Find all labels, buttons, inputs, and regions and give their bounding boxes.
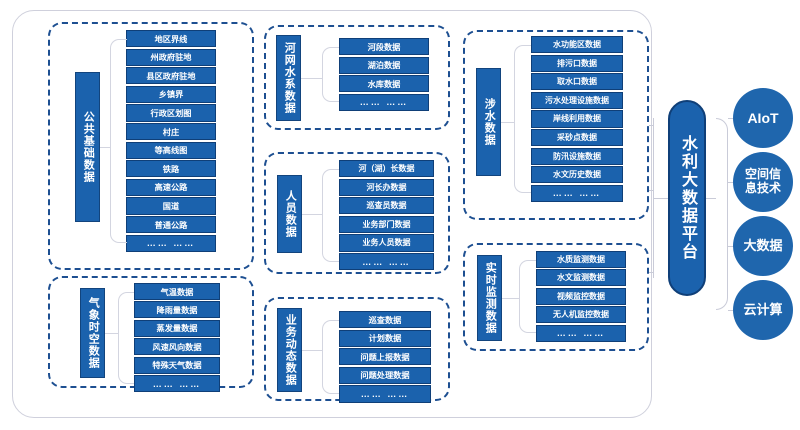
label-stem xyxy=(100,147,110,149)
item-chip[interactable]: 无人机监控数据 xyxy=(536,306,626,324)
item-chip[interactable]: 河段数据 xyxy=(339,38,429,56)
item-chip[interactable]: 计划数据 xyxy=(339,329,431,347)
item-chip[interactable]: …… …… xyxy=(531,184,623,202)
item-chip[interactable]: 问题处理数据 xyxy=(339,366,431,384)
trunk-feeder xyxy=(649,190,654,192)
item-chip[interactable]: 县区政府驻地 xyxy=(126,67,216,85)
tech-tick xyxy=(728,310,733,312)
group-label-public-base[interactable]: 公共基础数据 xyxy=(75,72,100,222)
item-chip[interactable]: 普通公路 xyxy=(126,216,216,234)
item-chip[interactable]: 地区界线 xyxy=(126,30,216,48)
item-chip[interactable]: 岸线利用数据 xyxy=(531,110,623,128)
group-frame-water-related xyxy=(463,30,649,220)
group-label-river-net[interactable]: 河网水系数据 xyxy=(276,35,301,121)
tech-circle[interactable]: AIoT xyxy=(733,88,793,148)
group-frame-realtime xyxy=(463,243,649,351)
item-chip[interactable]: 业务部门数据 xyxy=(339,215,434,233)
item-chip[interactable]: 取水口数据 xyxy=(531,73,623,91)
group-label-meteo[interactable]: 气象时空数据 xyxy=(80,288,105,378)
item-chip[interactable]: 水库数据 xyxy=(339,75,429,93)
item-chip[interactable]: 水功能区数据 xyxy=(531,36,623,54)
label-stem xyxy=(502,298,519,300)
tech-circle[interactable]: 大数据 xyxy=(733,216,793,276)
item-chip[interactable]: …… …… xyxy=(126,234,216,252)
item-chip[interactable]: 乡镇界 xyxy=(126,85,216,103)
item-chip[interactable]: 污水处理设施数据 xyxy=(531,91,623,109)
item-chip[interactable]: 水质监测数据 xyxy=(536,251,626,268)
group-frame-personnel xyxy=(264,152,450,274)
item-chip[interactable]: 国道 xyxy=(126,197,216,215)
item-chip[interactable]: 问题上报数据 xyxy=(339,348,431,366)
tech-stem xyxy=(706,198,716,200)
item-chip[interactable]: 水文历史数据 xyxy=(531,166,623,184)
item-chip[interactable]: …… …… xyxy=(536,324,626,342)
item-chip[interactable]: 采砂点数据 xyxy=(531,129,623,147)
item-chip[interactable]: 防汛设施数据 xyxy=(531,147,623,165)
group-frame-public-base xyxy=(48,22,254,270)
item-chip[interactable]: …… …… xyxy=(134,375,220,392)
item-chip[interactable]: 村庄 xyxy=(126,123,216,141)
tech-circle[interactable]: 空间信息技术 xyxy=(733,152,793,212)
platform-inlet xyxy=(653,198,668,200)
item-chip[interactable]: 河（湖）长数据 xyxy=(339,160,434,178)
group-label-business[interactable]: 业务动态数据 xyxy=(277,308,302,392)
group-label-realtime[interactable]: 实时监测数据 xyxy=(477,255,502,341)
item-chip[interactable]: …… …… xyxy=(339,253,434,271)
item-chip[interactable]: 风速风向数据 xyxy=(134,338,220,356)
tech-circle[interactable]: 云计算 xyxy=(733,280,793,340)
tech-tick xyxy=(728,118,733,120)
item-chip[interactable]: 湖泊数据 xyxy=(339,56,429,74)
item-chip[interactable]: 蒸发量数据 xyxy=(134,319,220,337)
item-chip[interactable]: 行政区划图 xyxy=(126,104,216,122)
label-stem xyxy=(302,350,322,352)
item-chip[interactable]: …… …… xyxy=(339,385,431,403)
item-chip[interactable]: 巡查数据 xyxy=(339,311,431,329)
tech-tick xyxy=(728,182,733,184)
trunk-feeder xyxy=(649,125,654,127)
item-chip[interactable]: …… …… xyxy=(339,93,429,111)
item-chip[interactable]: 特殊天气数据 xyxy=(134,356,220,374)
tech-tick xyxy=(728,246,733,248)
label-stem xyxy=(105,333,118,335)
item-chip[interactable]: 高速公路 xyxy=(126,178,216,196)
item-chip[interactable]: 铁路 xyxy=(126,160,216,178)
item-chip[interactable]: 州政府驻地 xyxy=(126,48,216,66)
group-label-personnel[interactable]: 人员数据 xyxy=(277,175,302,253)
tech-bracket xyxy=(716,118,728,310)
group-label-water-related[interactable]: 涉水数据 xyxy=(476,68,501,176)
item-chip[interactable]: 气温数据 xyxy=(134,283,220,300)
group-frame-river-net xyxy=(264,25,450,130)
item-chip[interactable]: 巡查员数据 xyxy=(339,197,434,215)
platform-pill[interactable]: 水利大数据平台 xyxy=(668,100,706,296)
item-chip[interactable]: 业务人员数据 xyxy=(339,234,434,252)
item-chip[interactable]: 排污口数据 xyxy=(531,54,623,72)
label-stem xyxy=(301,78,322,80)
item-chip[interactable]: 河长办数据 xyxy=(339,178,434,196)
item-chip[interactable]: 等高线图 xyxy=(126,141,216,159)
label-stem xyxy=(302,214,322,216)
label-stem xyxy=(501,122,514,124)
item-chip[interactable]: 水文监测数据 xyxy=(536,269,626,287)
trunk-feeder xyxy=(649,272,654,274)
item-chip[interactable]: 降雨量数据 xyxy=(134,301,220,319)
item-chip[interactable]: 视频监控数据 xyxy=(536,287,626,305)
